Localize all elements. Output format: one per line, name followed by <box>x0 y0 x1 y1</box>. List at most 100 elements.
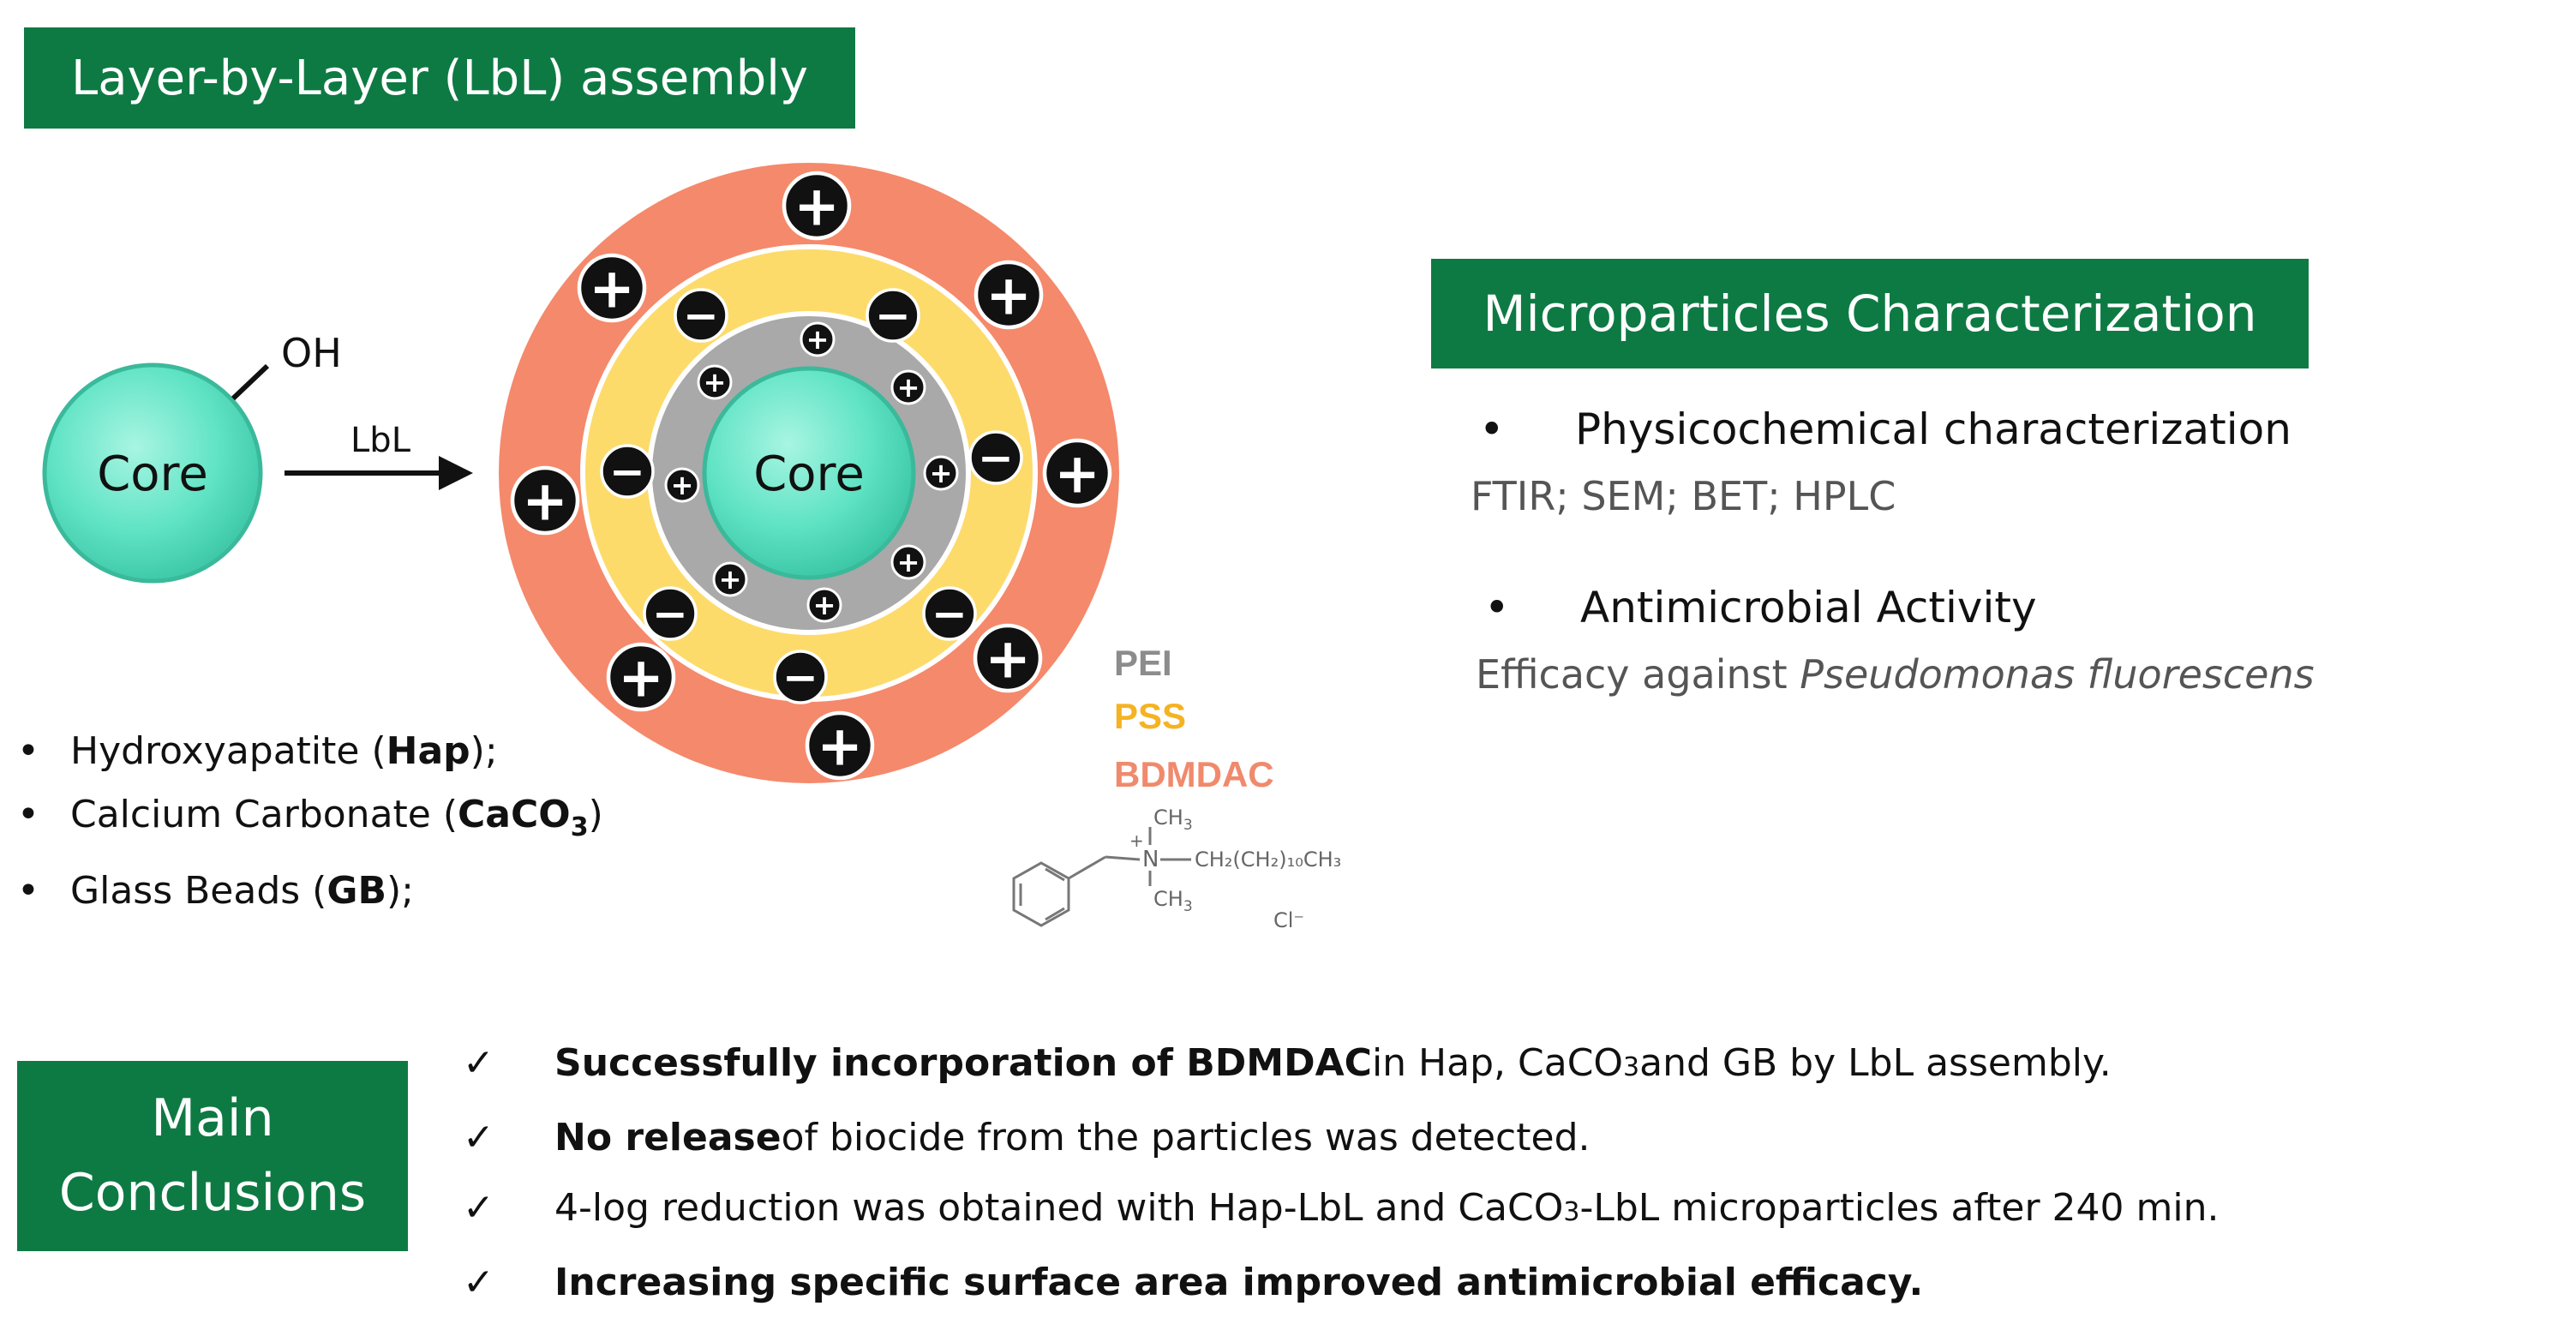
caco3-abbr: CaCO <box>458 793 571 836</box>
legend-pss: PSS <box>1114 696 1187 736</box>
positive-charge-icon: + <box>577 253 647 323</box>
outer-charges: + + + + + + + + <box>510 171 1112 781</box>
benzene-double-bond <box>1045 907 1065 921</box>
positive-charge-icon-disc <box>577 253 647 323</box>
c2-bold: No release <box>554 1116 782 1159</box>
negative-charge-icon-disc <box>600 444 655 499</box>
negative-charge-icon: − <box>866 288 920 343</box>
bullet: • <box>17 868 39 913</box>
list-item-hap: • Hydroxyapatite (Hap); <box>17 720 603 783</box>
physicochemical-block: •Physicochemical characterization FTIR; … <box>1471 404 2291 519</box>
coated-core <box>702 366 916 580</box>
c4-bold: Increasing specific surface area improve… <box>554 1261 1924 1304</box>
positive-charge-icon: + <box>973 260 1044 330</box>
conclusion-item: ✓ No release of biocide from the particl… <box>459 1103 2219 1173</box>
nitrogen-atom: N <box>1142 847 1159 872</box>
lbl-assembly-title: Layer-by-Layer (LbL) assembly <box>24 27 855 129</box>
positive-charge-icon-disc <box>782 171 852 241</box>
check-icon: ✓ <box>463 1041 494 1085</box>
ch3-bottom: CH3 <box>1153 887 1193 915</box>
small-positive-charge-icon-disc <box>890 369 926 405</box>
ch2-n-bond <box>1105 855 1141 861</box>
negative-charge-icon-disc <box>674 288 728 343</box>
small-positive-charge-icon-disc <box>800 321 836 357</box>
negative-charge-icon-sign: − <box>683 291 719 341</box>
small-positive-charge-icon-sign: + <box>671 469 694 501</box>
c3-text1: 4-log reduction was obtained with Hap-Lb… <box>554 1186 1564 1230</box>
positive-charge-icon-sign: + <box>522 470 568 533</box>
bullet: • <box>17 793 39 836</box>
characterization-title: Microparticles Characterization <box>1431 259 2309 368</box>
benzyl-bond <box>1068 855 1106 880</box>
positive-charge-icon-disc <box>805 710 875 781</box>
small-positive-charge-icon: + <box>806 587 842 623</box>
negative-charge-icon: − <box>968 430 1023 485</box>
coated-core-label: Core <box>753 446 865 502</box>
oh-label: OH <box>281 330 342 376</box>
negative-charge-icon: − <box>643 586 698 641</box>
small-positive-charge-icon-sign: + <box>719 563 742 596</box>
positive-charge-icon-disc <box>606 642 676 712</box>
positive-charge-icon: + <box>606 642 676 712</box>
positive-charge-icon-sign: + <box>985 627 1031 691</box>
benzene-double-bond <box>1045 867 1065 882</box>
negative-charge-icon: − <box>773 650 828 704</box>
negative-charge-icon-disc <box>643 586 698 641</box>
c1-sub: 3 <box>1623 1052 1640 1082</box>
bullet: • <box>1484 583 1510 632</box>
negative-charge-icon-sign: − <box>978 434 1014 483</box>
n-charge-sign: + <box>1129 830 1144 851</box>
c1-bold: Successfully incorporation of BDMDAC <box>554 1041 1372 1085</box>
bullet: • <box>1479 404 1505 454</box>
positive-charge-icon-disc <box>1042 438 1112 508</box>
positive-charge-icon-sign: + <box>794 175 840 238</box>
hap-prefix: Hydroxyapatite ( <box>70 729 386 773</box>
small-positive-charge-icon: + <box>712 561 748 597</box>
positive-charge-icon-sign: + <box>589 257 635 321</box>
bare-core <box>42 362 263 584</box>
positive-charge-icon: + <box>782 171 852 241</box>
c2-text: of biocide from the particles was detect… <box>781 1116 1591 1159</box>
legend-bdmdac: BDMDAC <box>1114 754 1274 794</box>
small-positive-charge-icon-disc <box>806 587 842 623</box>
small-positive-charge-icon: + <box>923 455 959 491</box>
negative-charge-icon-disc <box>773 650 828 704</box>
conclusion-item: ✓ Increasing specific surface area impro… <box>459 1248 2219 1318</box>
caco3-suffix: ) <box>588 793 603 836</box>
small-positive-charge-icon-sign: + <box>704 366 727 398</box>
antimicrobial-heading: Antimicrobial Activity <box>1580 583 2037 632</box>
check-icon: ✓ <box>463 1116 494 1159</box>
antimicrobial-description: Efficacy against Pseudomonas fluorescens <box>1476 651 2315 698</box>
check-icon: ✓ <box>463 1261 494 1304</box>
small-positive-charge-icon-disc <box>664 467 700 503</box>
oh-bond <box>231 363 270 401</box>
check-icon: ✓ <box>463 1186 494 1230</box>
positive-charge-icon: + <box>973 623 1043 693</box>
lbl-arrow-label: LbL <box>350 421 411 460</box>
negative-charge-icon: − <box>674 288 728 343</box>
hap-abbr: Hap <box>386 729 470 773</box>
positive-charge-icon-sign: + <box>985 264 1032 327</box>
positive-charge-icon: + <box>1042 438 1112 508</box>
gb-abbr: GB <box>326 868 386 913</box>
ch3-top: CH3 <box>1153 806 1193 834</box>
positive-charge-icon-sign: + <box>618 646 664 710</box>
positive-charge-icon-sign: + <box>1054 442 1100 506</box>
small-positive-charge-icon-sign: + <box>806 323 830 356</box>
gb-prefix: Glass Beads ( <box>70 868 327 913</box>
negative-charge-icon-sign: − <box>932 590 967 639</box>
caco3-sub: 3 <box>570 812 589 842</box>
alkyl-chain: CH₂(CH₂)₁₀CH₃ <box>1195 848 1341 872</box>
conclusion-item: ✓ Successfully incorporation of BDMDAC i… <box>459 1028 2219 1103</box>
hap-suffix: ); <box>470 729 498 773</box>
negative-charge-icon-disc <box>968 430 1023 485</box>
caco3-prefix: Calcium Carbonate ( <box>70 793 458 836</box>
middle-charges: − − − − − − − <box>600 288 1023 704</box>
antimicrobial-text: Efficacy against <box>1476 651 1800 698</box>
conclusions-title-line2: Conclusions <box>58 1163 367 1223</box>
negative-charge-icon-disc <box>866 288 920 343</box>
small-positive-charge-icon-disc <box>890 544 926 580</box>
negative-charge-icon: − <box>600 444 655 499</box>
